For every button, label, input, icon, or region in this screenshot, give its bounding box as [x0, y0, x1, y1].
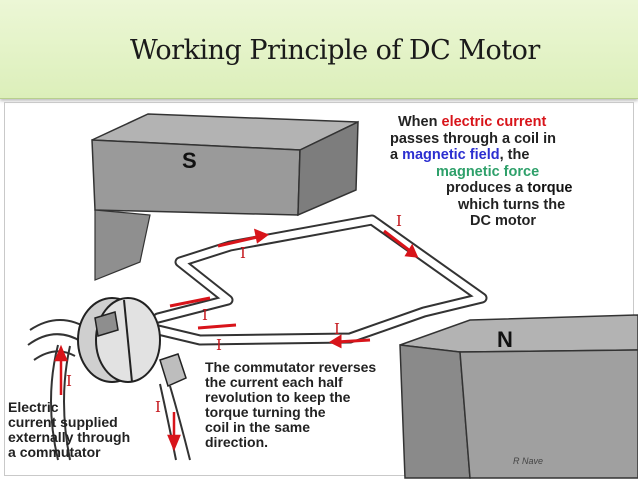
south-pole-label: S	[182, 148, 197, 173]
slide-title: Working Principle of DC Motor	[130, 35, 540, 66]
note-line: a	[8, 444, 20, 460]
north-magnet	[399, 314, 638, 479]
current-arrow	[197, 323, 237, 330]
note-line: The commutator reverses	[205, 359, 377, 375]
south-magnet	[91, 113, 359, 281]
note-line: revolution to keep the	[205, 389, 351, 405]
desc-text: DC motor	[470, 213, 537, 229]
note-line: coil in the same	[205, 419, 311, 435]
current-label: I	[66, 372, 72, 390]
current-label: I	[240, 244, 246, 262]
desc-highlight-field: magnetic field	[402, 147, 500, 163]
current-arrow	[335, 338, 371, 344]
desc-highlight-torque: torque	[527, 180, 573, 196]
commutator	[27, 297, 191, 461]
arrowhead	[167, 434, 181, 452]
desc-text: which turns the	[458, 196, 566, 213]
commutator-word: commutator	[19, 444, 101, 460]
north-pole-label: N	[497, 327, 513, 352]
note-line: externally through	[8, 429, 131, 445]
note-line: the current each half	[205, 374, 343, 390]
current-arrow	[169, 296, 211, 308]
desc-text: produces a	[446, 180, 528, 196]
supply-current-arrows	[54, 344, 181, 452]
note-line: torque turning the	[205, 404, 326, 420]
current-label: I	[155, 398, 161, 416]
current-label: I	[216, 336, 222, 354]
desc-highlight-current: electric current	[441, 114, 547, 130]
current-label: I	[334, 320, 340, 338]
current-label: I	[396, 212, 402, 230]
desc-text: a	[390, 147, 403, 163]
commutator-note: The commutator reverses the current each…	[205, 360, 376, 450]
arrowhead	[404, 243, 419, 258]
principle-description: When electric current passes through a c…	[390, 114, 573, 230]
arrowhead	[54, 344, 68, 362]
diagram-frame	[4, 102, 634, 476]
desc-text: When	[398, 114, 442, 130]
current-arrow	[217, 234, 263, 248]
current-label: I	[202, 306, 208, 324]
note-line: Electric	[8, 399, 59, 415]
desc-text: passes through a coil in	[390, 130, 556, 147]
coil-current-arrows	[169, 228, 419, 349]
note-line: current supplied	[8, 414, 118, 430]
arrowhead	[328, 334, 342, 349]
author-credit: R Nave	[513, 456, 544, 466]
title-bar: Working Principle of DC Motor	[0, 0, 638, 99]
coil	[152, 214, 488, 346]
desc-text: , the	[499, 147, 530, 163]
supply-note: Electric current supplied externally thr…	[8, 400, 130, 460]
arrowhead	[253, 228, 270, 244]
note-line: direction.	[205, 434, 269, 450]
desc-highlight-force: magnetic force	[436, 163, 540, 180]
